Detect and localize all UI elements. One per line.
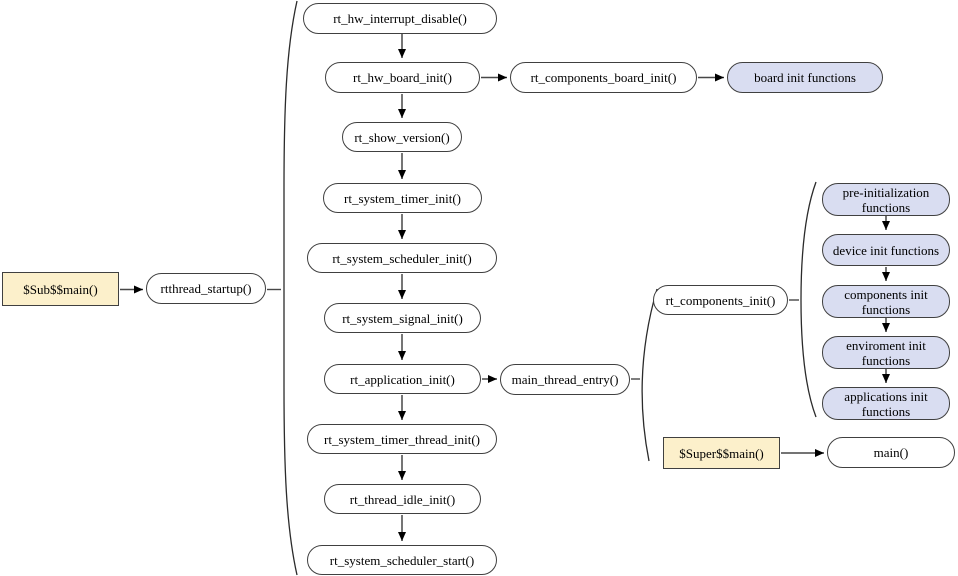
node-rt-components-board-init: rt_components_board_init() [510, 62, 697, 93]
node-super-main: $Super$$main() [663, 437, 780, 469]
node-device-init-functions: device init functions [822, 234, 950, 266]
brace-startup-sequence [283, 0, 298, 576]
node-rtthread-startup: rtthread_startup() [146, 273, 266, 304]
node-rt-thread-idle-init: rt_thread_idle_init() [324, 484, 481, 514]
node-enviroment-init-functions: enviroment init functions [822, 336, 950, 369]
node-rt-system-timer-init: rt_system_timer_init() [323, 183, 482, 213]
node-rt-system-signal-init: rt_system_signal_init() [324, 303, 481, 333]
brace-main-thread [641, 288, 658, 462]
node-main: main() [827, 437, 955, 468]
node-pre-initialization-functions: pre-initialization functions [822, 183, 950, 216]
node-rt-application-init: rt_application_init() [324, 364, 481, 394]
node-main-thread-entry: main_thread_entry() [500, 364, 630, 395]
node-applications-init-functions: applications init functions [822, 387, 950, 420]
node-components-init-functions: components init functions [822, 285, 950, 318]
node-board-init-functions: board init functions [727, 62, 883, 93]
node-rt-system-scheduler-start: rt_system_scheduler_start() [307, 545, 497, 575]
node-sub-main: $Sub$$main() [2, 272, 119, 306]
node-rt-system-timer-thread-init: rt_system_timer_thread_init() [307, 424, 497, 454]
node-rt-components-init: rt_components_init() [653, 285, 788, 315]
node-rt-system-scheduler-init: rt_system_scheduler_init() [307, 243, 497, 273]
node-rt-hw-interrupt-disable: rt_hw_interrupt_disable() [303, 3, 497, 34]
node-rt-hw-board-init: rt_hw_board_init() [325, 62, 480, 93]
node-rt-show-version: rt_show_version() [342, 122, 462, 152]
brace-components-init [800, 181, 817, 418]
